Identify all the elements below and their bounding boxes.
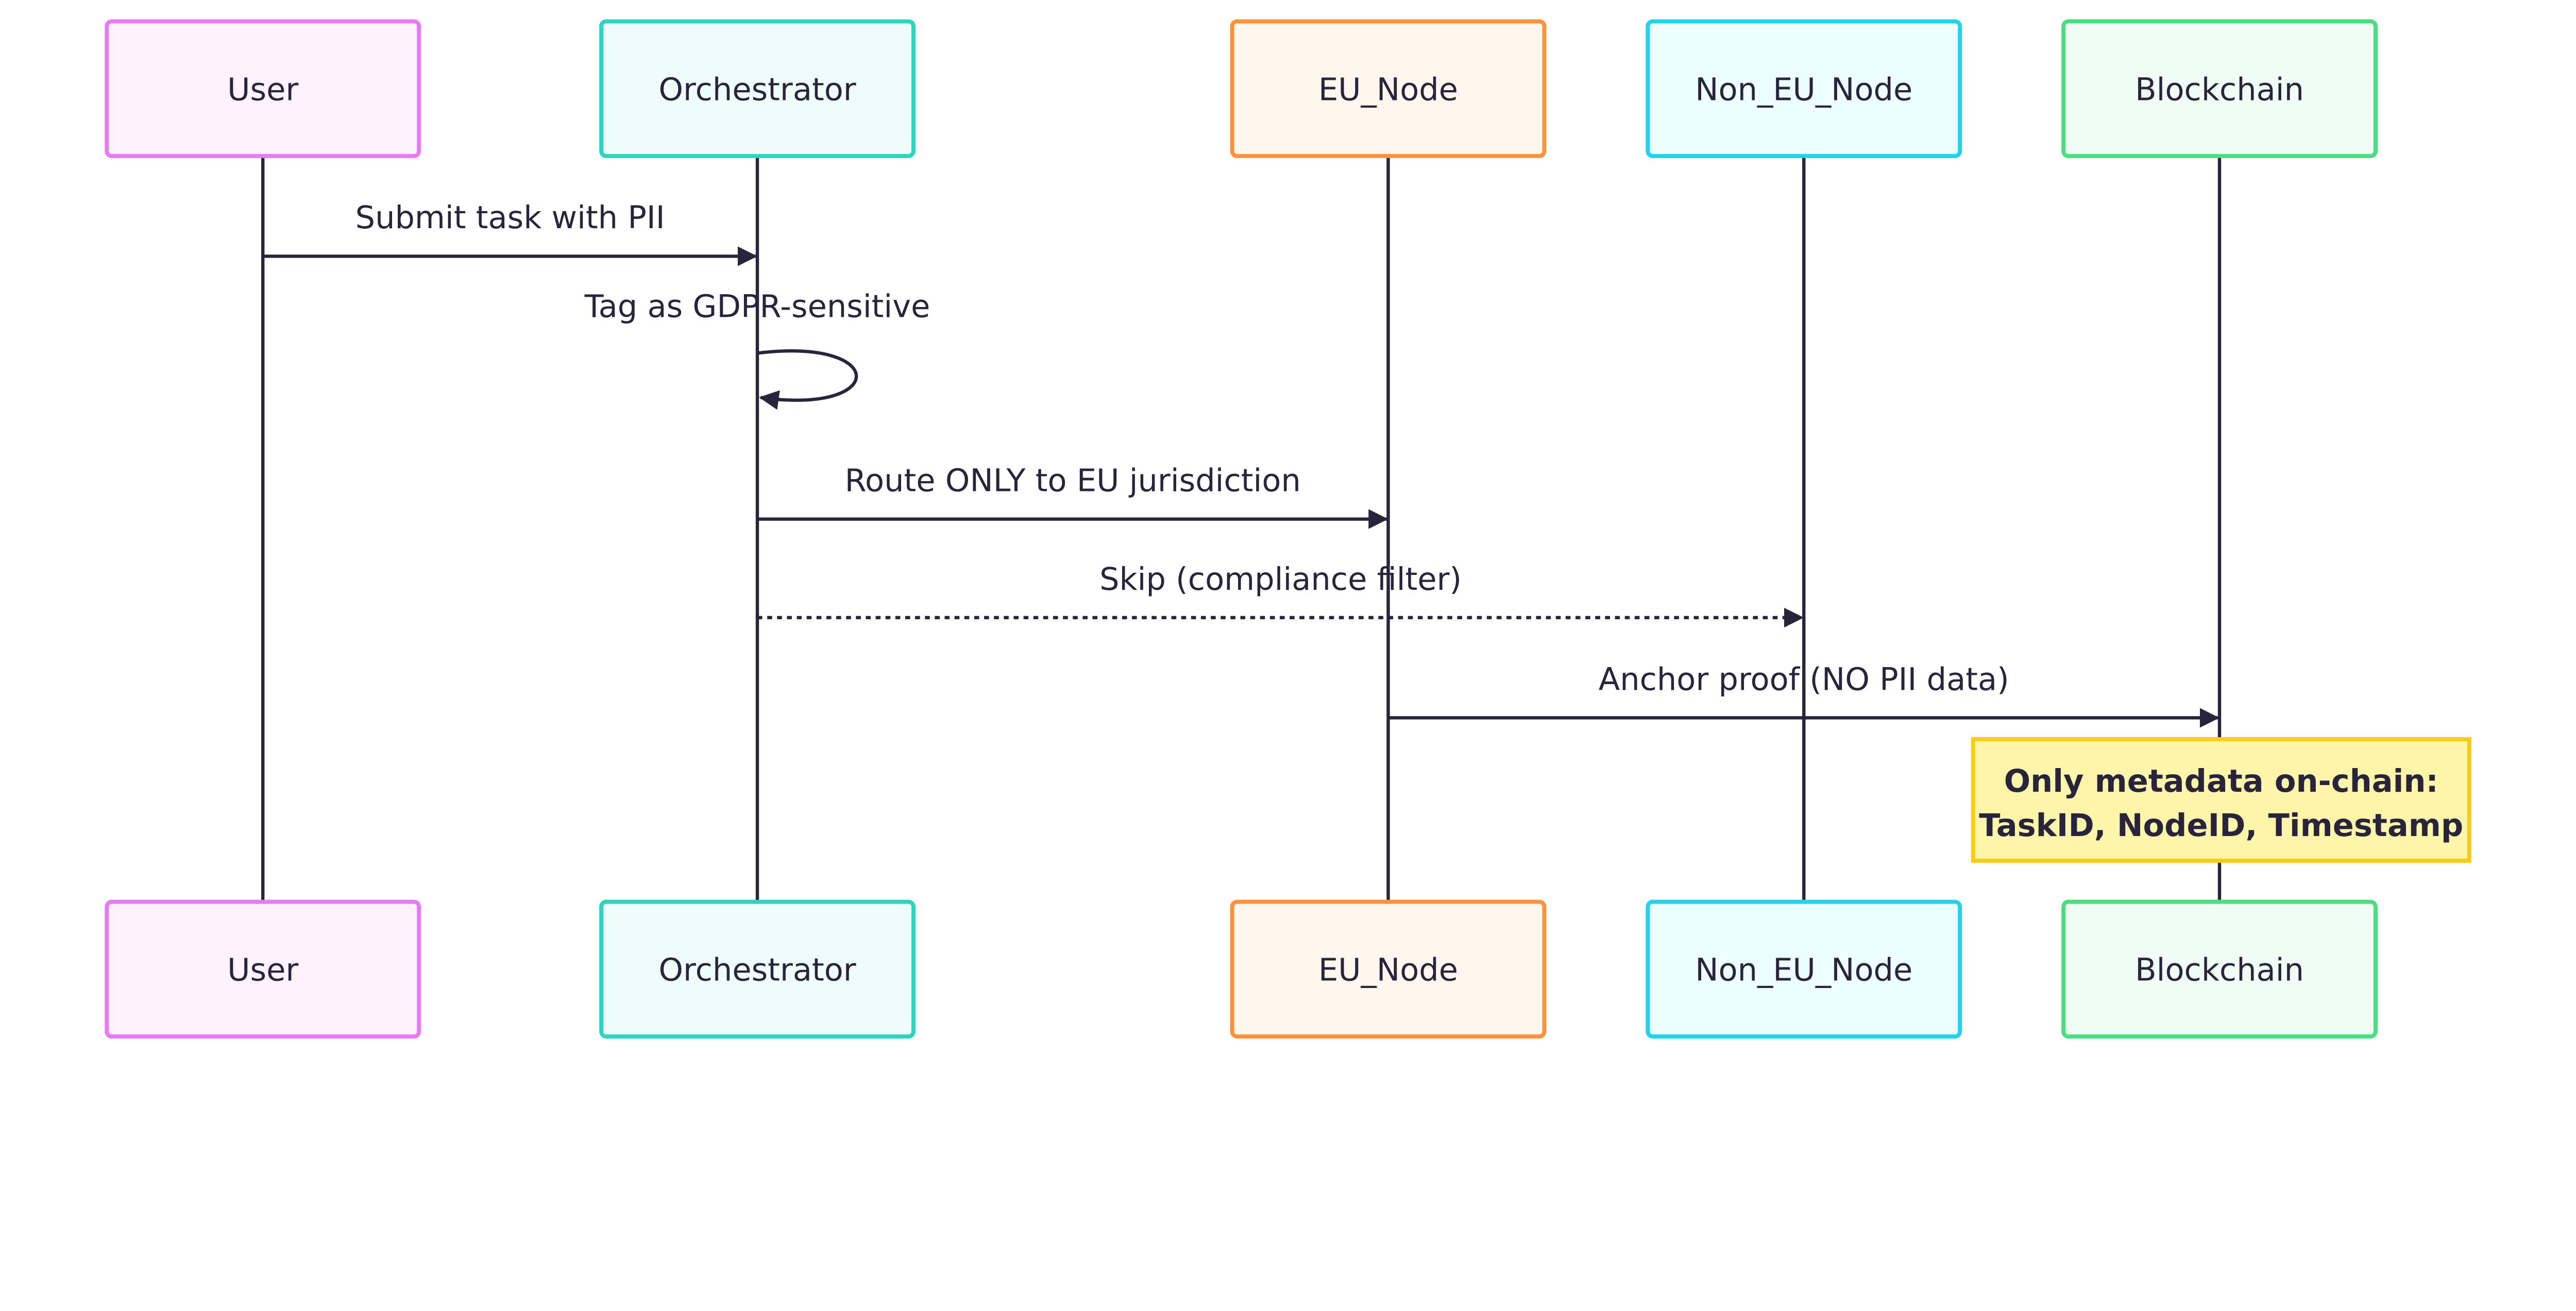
- participant-box: [2061, 19, 2378, 158]
- participant-chain-bottom: Blockchain: [2061, 899, 2378, 1039]
- message: Tag as GDPR-sensitive: [584, 288, 930, 410]
- message-label: Skip (compliance filter): [1099, 561, 1462, 598]
- participant-orch-top: Orchestrator: [599, 19, 916, 158]
- message-label: Tag as GDPR-sensitive: [584, 288, 930, 325]
- participant-eu-bottom: EU_Node: [1230, 899, 1547, 1039]
- participant-box: [1646, 19, 1962, 158]
- participant-noneu-bottom: Non_EU_Node: [1646, 899, 1962, 1039]
- self-message-arrow: [757, 349, 858, 410]
- participant-box: [105, 899, 421, 1039]
- messages: Submit task with PII Tag as GDPR-sensitiv…: [263, 200, 2220, 728]
- participant-box: [1646, 899, 1962, 1039]
- participants: UserUserOrchestratorOrchestratorEU_NodeE…: [105, 19, 2378, 1039]
- participant-user-top: User: [105, 19, 421, 158]
- message: Anchor proof (NO PII data): [1388, 661, 2220, 728]
- participant-label: Non_EU_Node: [1695, 72, 1912, 108]
- participant-box: [1230, 899, 1547, 1039]
- note-line: Only metadata on-chain:: [2004, 763, 2438, 799]
- participant-label: Blockchain: [2135, 952, 2304, 989]
- note-box: [1971, 737, 2471, 863]
- participant-box: [105, 19, 421, 158]
- participant-box: [599, 899, 916, 1039]
- participant-orch-bottom: Orchestrator: [599, 899, 916, 1039]
- participant-label: Orchestrator: [658, 72, 856, 108]
- message-label: Route ONLY to EU jurisdiction: [845, 463, 1301, 499]
- participant-box: [1230, 19, 1547, 158]
- participant-box: [599, 19, 916, 158]
- message-label: Submit task with PII: [355, 200, 665, 236]
- participant-chain-top: Blockchain: [2061, 19, 2378, 158]
- participant-label: EU_Node: [1318, 952, 1458, 989]
- participant-label: Orchestrator: [658, 952, 856, 989]
- message: Route ONLY to EU jurisdiction: [757, 463, 1388, 529]
- participant-label: User: [227, 72, 298, 108]
- participant-user-bottom: User: [105, 899, 421, 1039]
- notes: Only metadata on-chain: TaskID, NodeID, T…: [1971, 737, 2471, 863]
- participant-box: [2061, 899, 2378, 1039]
- participant-eu-top: EU_Node: [1230, 19, 1547, 158]
- participant-noneu-top: Non_EU_Node: [1646, 19, 1962, 158]
- note: Only metadata on-chain: TaskID, NodeID, T…: [1971, 737, 2471, 863]
- message-label: Anchor proof (NO PII data): [1599, 661, 2009, 697]
- note-line: TaskID, NodeID, Timestamp: [1979, 808, 2463, 844]
- sequence-diagram: UserUserOrchestratorOrchestratorEU_NodeE…: [105, 19, 2471, 1039]
- participant-label: User: [227, 952, 298, 989]
- lifelines: [261, 156, 2222, 902]
- message: Skip (compliance filter): [757, 561, 1804, 628]
- participant-label: EU_Node: [1318, 72, 1458, 108]
- participant-label: Blockchain: [2135, 72, 2304, 108]
- participant-label: Non_EU_Node: [1695, 952, 1912, 989]
- message: Submit task with PII: [263, 200, 758, 266]
